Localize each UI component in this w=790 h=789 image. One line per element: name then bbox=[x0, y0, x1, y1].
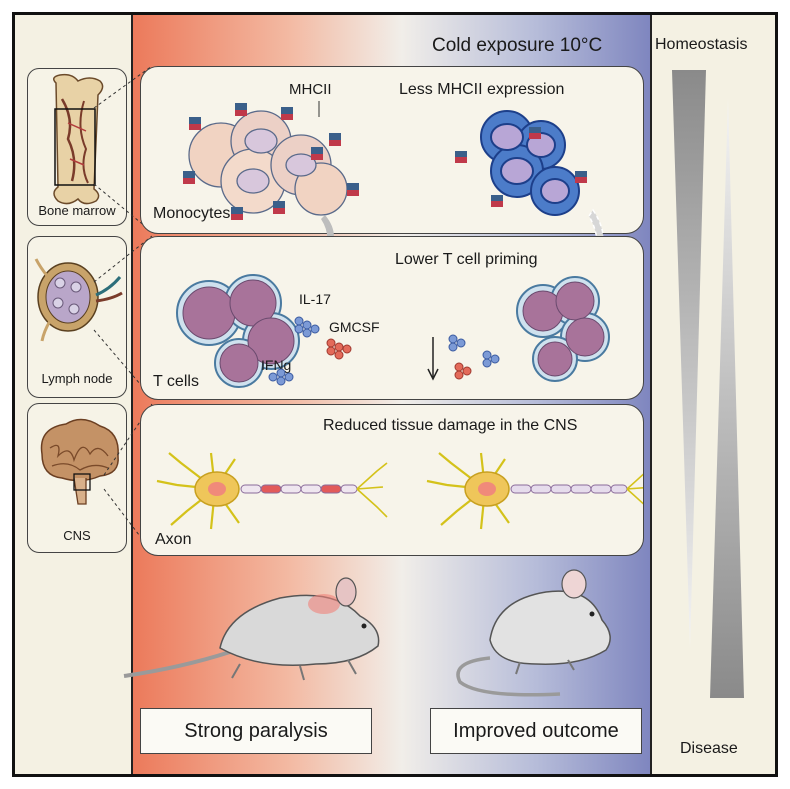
mhcii-pointer-line bbox=[318, 101, 320, 117]
cytokine-molecules-left bbox=[268, 316, 352, 386]
severity-wedges bbox=[672, 70, 744, 698]
healthy-mouse-illustration bbox=[456, 569, 611, 697]
organ-box-lymph-node: Lymph node bbox=[27, 236, 127, 398]
axon-panel: Reduced tissue damage in the CNS bbox=[140, 404, 644, 556]
monocyte-cluster-illustration bbox=[183, 103, 359, 220]
gmcsf-label: GMCSF bbox=[329, 319, 380, 335]
t-cells-panel: IL-17 GMCSF IFNg Lower T cell priming T bbox=[140, 236, 644, 400]
il17-label: IL-17 bbox=[299, 291, 331, 307]
reduced-tissue-damage-title: Reduced tissue damage in the CNS bbox=[323, 417, 578, 434]
t-cells-label: T cells bbox=[153, 373, 199, 390]
less-mhcii-title: Less MHCII expression bbox=[399, 81, 565, 98]
monocytes-label: Monocytes bbox=[153, 205, 231, 222]
healthy-neuron-illustration bbox=[426, 452, 643, 530]
t-cell-cluster-illustration bbox=[176, 274, 300, 388]
mhcii-label: MHCII bbox=[289, 81, 332, 98]
lower-t-cell-priming-title: Lower T cell priming bbox=[395, 251, 538, 268]
organ-box-cns: CNS bbox=[27, 403, 127, 553]
cns-label: CNS bbox=[63, 528, 91, 543]
monocytes-panel: MHCII Less MHCII expression Monocytes bbox=[140, 66, 644, 234]
brain-icon bbox=[40, 418, 119, 505]
cold-exposure-title: Cold exposure 10°C bbox=[432, 35, 603, 56]
improved-outcome-box: Improved outcome bbox=[430, 708, 642, 754]
paralyzed-mouse-illustration bbox=[123, 577, 380, 681]
lymph-node-icon bbox=[34, 258, 123, 342]
axon-label: Axon bbox=[155, 531, 192, 548]
low-mhcii-monocyte-illustration bbox=[455, 110, 587, 216]
bone-icon bbox=[53, 73, 104, 205]
reduced-cytokine-illustration bbox=[427, 276, 610, 382]
strong-paralysis-box: Strong paralysis bbox=[140, 708, 372, 754]
damaged-neuron-illustration bbox=[156, 452, 388, 530]
homeostasis-label: Homeostasis bbox=[655, 36, 748, 53]
lymph-node-label: Lymph node bbox=[41, 371, 113, 386]
organ-box-bone-marrow: Bone marrow bbox=[27, 68, 127, 226]
ifng-label: IFNg bbox=[261, 357, 292, 373]
disease-label: Disease bbox=[680, 740, 738, 757]
bone-marrow-label: Bone marrow bbox=[38, 203, 116, 218]
